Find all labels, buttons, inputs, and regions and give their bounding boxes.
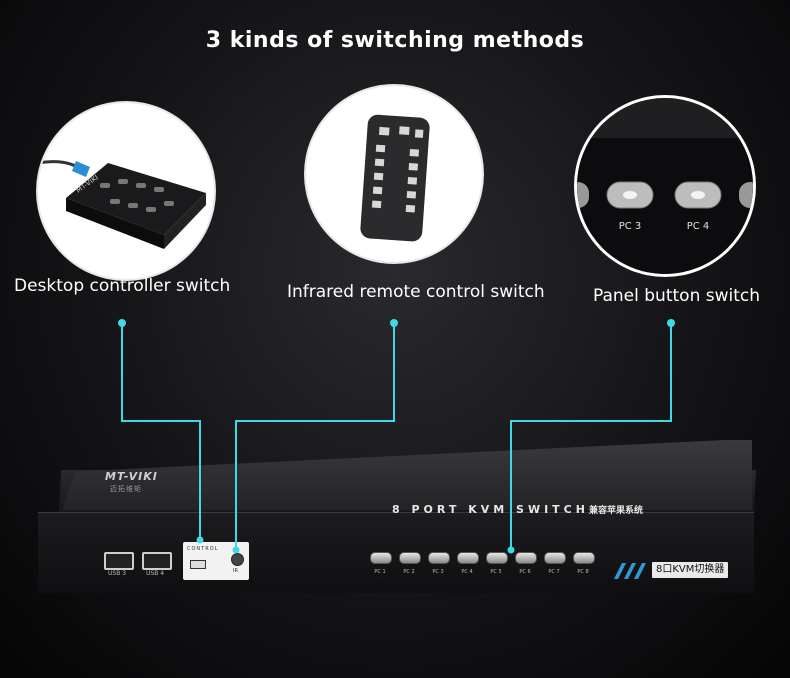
connector-ir — [235, 323, 395, 550]
pc-button-8[interactable] — [573, 552, 595, 564]
ir-remote-illustration — [360, 114, 430, 242]
pc-button-label: PC 6 — [519, 569, 531, 575]
pc-button-label: PC 5 — [490, 569, 502, 575]
desktop-controller-illustration: MT-VIKI — [38, 160, 206, 249]
panel-zoom-pc3-label: PC 3 — [618, 221, 642, 232]
pc-button-label: PC 1 — [374, 569, 386, 575]
pc-button-6[interactable] — [515, 552, 537, 564]
pc-button-label: PC 8 — [577, 569, 589, 575]
banner-title: 3 kinds of switching methods — [205, 28, 585, 53]
usb-port-3 — [104, 552, 134, 570]
pc-button-3[interactable] — [428, 552, 450, 564]
usb-port-4-label: USB 4 — [146, 570, 165, 577]
pc-button-7[interactable] — [544, 552, 566, 564]
kvm-brand-sub: 迈拓维矩 — [110, 485, 142, 493]
control-label: CONTROL — [187, 546, 219, 552]
pc-button-4[interactable] — [457, 552, 479, 564]
pc-button-label: PC 2 — [403, 569, 415, 575]
ir-remote-image — [306, 86, 482, 262]
usb-port-4 — [142, 552, 172, 570]
panel-zoom-pc4-label: PC 4 — [686, 221, 710, 232]
kvm-model-name: 8 PORT KVM SWITCH兼容苹果系统 — [392, 503, 643, 516]
pc-button-5[interactable] — [486, 552, 508, 564]
connector-desktop — [121, 323, 201, 540]
desktop-controller-label: Desktop controller switch — [14, 276, 231, 296]
kvm-brand: MT-VIKI — [105, 470, 158, 483]
decorative-stripes-icon — [614, 563, 646, 579]
ir-label: IR — [233, 568, 238, 574]
kvm-model-name-en: 8 PORT KVM SWITCH — [392, 503, 589, 516]
pc-button-label: PC 3 — [432, 569, 444, 575]
panel-button-illustration — [577, 98, 753, 274]
connector-panel — [510, 323, 672, 550]
kvm-model-name-cn: 兼容苹果系统 — [588, 506, 643, 516]
ir-receiver — [231, 553, 244, 566]
usb-port-3-label: USB 3 — [108, 570, 127, 577]
pc-button-label: PC 4 — [461, 569, 473, 575]
kvm-badge: 8口KVM切换器 — [652, 562, 729, 578]
pc-button-1[interactable] — [370, 552, 392, 564]
pc-button-label: PC 7 — [548, 569, 560, 575]
pc-button-2[interactable] — [399, 552, 421, 564]
desktop-controller-image: MT-VIKI — [38, 103, 214, 279]
panel-button-label: Panel button switch — [593, 286, 761, 306]
ir-remote-label: Infrared remote control switch — [287, 282, 545, 302]
panel-button-zoom-image: PC 3 PC 4 — [577, 98, 753, 274]
control-port — [190, 560, 206, 569]
